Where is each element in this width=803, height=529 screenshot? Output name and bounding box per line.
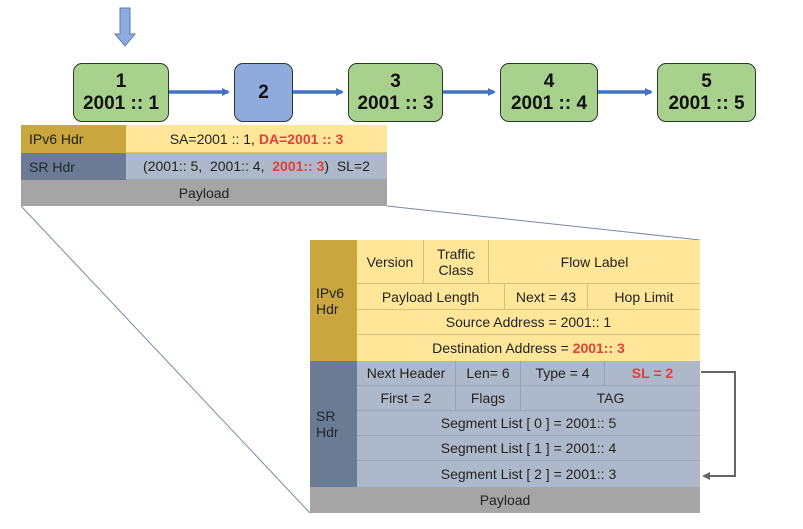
node-4-addr: 2001 :: 4 xyxy=(510,92,588,114)
summary-sa: SA=2001 :: 1, xyxy=(169,130,259,147)
node-4-id: 4 xyxy=(543,70,555,92)
detail-sr-label: SR Hdr xyxy=(310,361,357,487)
summary-sr-active: 2001:: 3 xyxy=(272,158,325,174)
zoom-line-left xyxy=(20,205,311,514)
field-payload-length: Payload Length xyxy=(357,284,505,310)
field-first: First = 2 xyxy=(357,386,456,411)
node-5-id: 5 xyxy=(701,70,712,92)
field-destination-address: Destination Address = 2001:: 3 xyxy=(357,335,700,361)
summary-ipv6-fields: SA=2001 :: 1, DA=2001 :: 3 xyxy=(126,125,387,153)
summary-sr-fields: (2001:: 5, 2001:: 4, 2001:: 3 ) SL=2 xyxy=(126,153,387,180)
field-next-header: Next Header xyxy=(357,361,456,386)
node-1-id: 1 xyxy=(115,70,127,92)
node-4[interactable]: 4 2001 :: 4 xyxy=(500,63,598,122)
summary-sr-label: SR Hdr xyxy=(21,153,126,180)
field-next: Next = 43 xyxy=(505,284,588,310)
summary-sr-prefix: (2001:: 5, 2001:: 4, xyxy=(143,158,273,174)
sl-pointer-arrow xyxy=(701,371,736,480)
summary-sr-suffix: ) SL=2 xyxy=(324,158,370,174)
summary-da: DA=2001 :: 3 xyxy=(258,130,344,147)
node-3[interactable]: 3 2001 :: 3 xyxy=(348,63,443,122)
node-1[interactable]: 1 2001 :: 1 xyxy=(73,63,169,122)
dest-value: 2001:: 3 xyxy=(572,340,625,356)
node-1-addr: 2001 :: 1 xyxy=(82,92,160,114)
field-hop-limit: Hop Limit xyxy=(588,284,700,310)
node-3-id: 3 xyxy=(390,70,401,92)
field-flags: Flags xyxy=(456,386,521,411)
zoom-line-right xyxy=(386,205,701,241)
summary-payload: Payload xyxy=(21,180,387,206)
node-2-id: 2 xyxy=(258,81,269,103)
field-version: Version xyxy=(357,240,424,284)
node-5-addr: 2001 :: 5 xyxy=(668,92,745,114)
segment-list-0: Segment List [ 0 ] = 2001:: 5 xyxy=(357,411,700,436)
node-5[interactable]: 5 2001 :: 5 xyxy=(657,63,756,122)
node-3-addr: 2001 :: 3 xyxy=(357,92,434,114)
segment-list-1: Segment List [ 1 ] = 2001:: 4 xyxy=(357,436,700,461)
detail-ipv6-label: IPv6 Hdr xyxy=(310,240,357,361)
field-len: Len= 6 xyxy=(456,361,521,386)
segment-list-2: Segment List [ 2 ] = 2001:: 3 xyxy=(357,461,700,487)
dest-prefix: Destination Address = xyxy=(432,340,573,356)
field-sl: SL = 2 xyxy=(605,361,700,386)
summary-ipv6-label: IPv6 Hdr xyxy=(21,125,126,153)
down-arrow-icon xyxy=(113,7,137,47)
detail-payload: Payload xyxy=(310,487,700,513)
field-type: Type = 4 xyxy=(521,361,605,386)
node-2[interactable]: 2 xyxy=(234,63,293,122)
field-traffic-class: Traffic Class xyxy=(424,240,489,284)
field-flow-label: Flow Label xyxy=(489,240,700,284)
field-tag: TAG xyxy=(521,386,700,411)
field-source-address: Source Address = 2001:: 1 xyxy=(357,310,700,335)
